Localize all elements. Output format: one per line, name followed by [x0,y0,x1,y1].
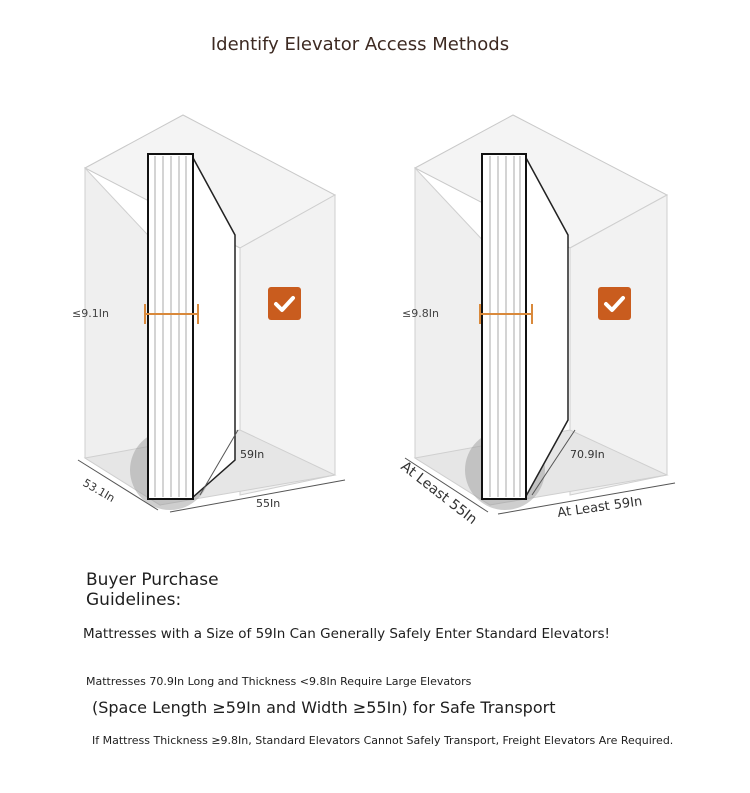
guidelines-heading-line1: Buyer Purchase [86,570,219,590]
width-label: At Least 59In [556,494,643,521]
checkmark-icon [268,287,301,320]
thickness-label: ≤9.8In [402,307,439,320]
guidelines-heading-line2: Guidelines: [86,590,182,610]
checkmark-icon [598,287,631,320]
guideline-freight-elevator: If Mattress Thickness ≥9.8In, Standard E… [92,734,674,747]
width-label: 55In [256,497,280,510]
thickness-label: ≤9.1In [72,307,109,320]
mattress-edge [481,153,527,500]
page-title: Identify Elevator Access Methods [210,34,510,55]
elevator-diagram-large: ≤9.8In 70.9In At Least 55In At Least 59I… [398,114,676,528]
guidelines-heading: Buyer Purchase Guidelines: [86,570,326,610]
mattress-length-label: 59In [240,448,264,461]
guideline-large-elevator: Mattresses 70.9In Long and Thickness <9.… [86,675,472,688]
guideline-space-requirement: (Space Length ≥59In and Width ≥55In) for… [92,698,556,717]
elevator-diagram-standard: ≤9.1In 59In 53.1In 55In [72,114,346,513]
mattress-length-label: 70.9In [570,448,605,461]
guideline-standard-elevator: Mattresses with a Size of 59In Can Gener… [83,626,610,642]
